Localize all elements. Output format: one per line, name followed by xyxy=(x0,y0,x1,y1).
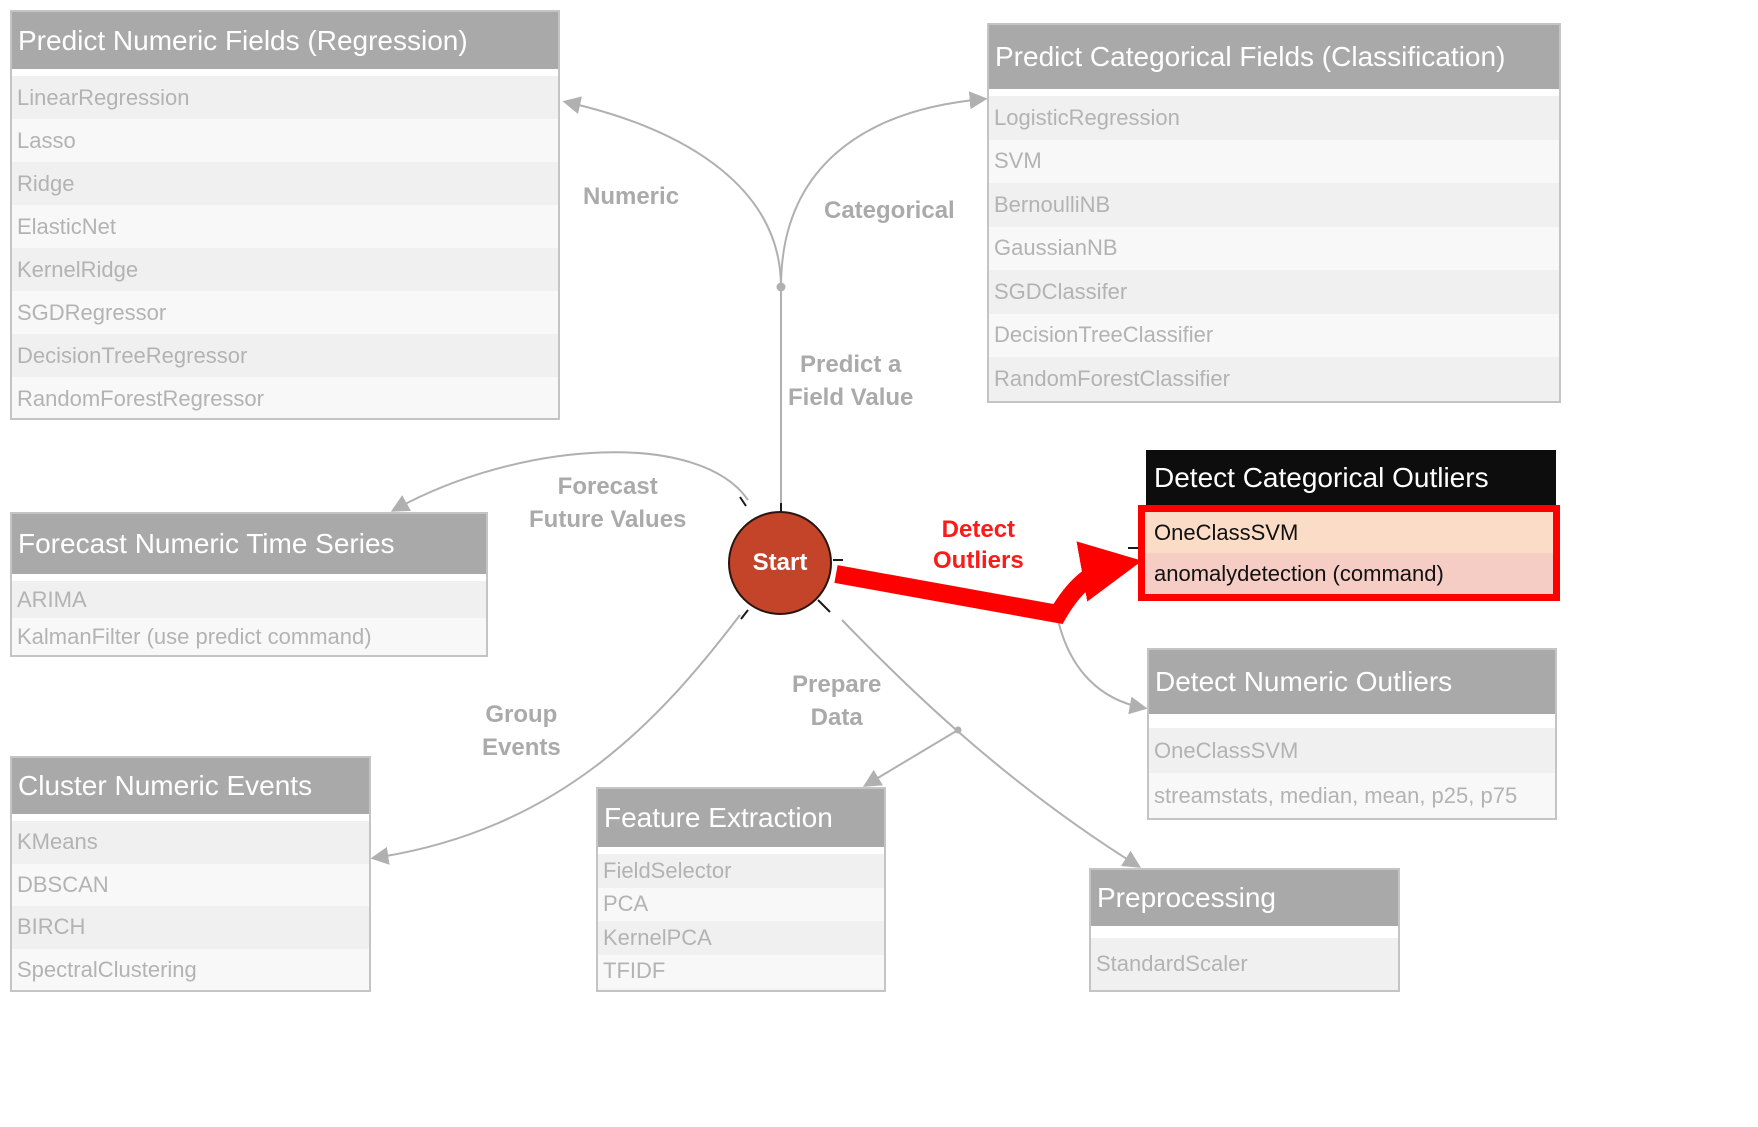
list-item[interactable]: OneClassSVM xyxy=(1145,512,1553,553)
list-item[interactable]: anomalydetection (command) xyxy=(1145,553,1553,594)
label-forecast-line1: Forecast xyxy=(557,473,658,500)
label-predict-line2: Field Value xyxy=(788,384,914,411)
list-item[interactable]: BernoulliNB xyxy=(989,183,1559,227)
label-detect-line2: Outliers xyxy=(933,547,1024,574)
list-item[interactable]: SVM xyxy=(989,139,1559,183)
list-item[interactable]: BIRCH xyxy=(12,906,369,949)
label-forecast-line2: Future Values xyxy=(529,506,687,533)
box-forecast-gap xyxy=(12,574,486,581)
list-item[interactable]: SGDRegressor xyxy=(12,291,558,334)
label-detect-outliers: Detect Outliers xyxy=(933,514,1024,576)
junction-dot-prepare xyxy=(954,726,962,734)
box-feature-extraction: Feature Extraction FieldSelector PCA Ker… xyxy=(596,787,886,992)
start-tick-bottom-left xyxy=(740,609,749,620)
list-item[interactable]: Lasso xyxy=(12,119,558,162)
list-item[interactable]: KernelRidge xyxy=(12,248,558,291)
box-preprocessing-items: StandardScaler xyxy=(1091,938,1398,990)
label-forecast-future-values: Forecast Future Values xyxy=(529,470,686,536)
box-categorical-outliers: Detect Categorical Outliers OneClassSVM … xyxy=(1138,450,1560,601)
list-item[interactable]: Ridge xyxy=(12,162,558,205)
box-classification-gap xyxy=(989,89,1559,96)
box-preprocessing-title: Preprocessing xyxy=(1091,870,1398,926)
box-forecast-title: Forecast Numeric Time Series xyxy=(12,514,486,574)
box-forecast: Forecast Numeric Time Series ARIMA Kalma… xyxy=(10,512,488,657)
label-numeric: Numeric xyxy=(583,183,680,210)
edge-to-numeric-outliers xyxy=(1057,619,1148,715)
box-numeric-outliers-gap xyxy=(1149,714,1555,728)
list-item[interactable]: PCA xyxy=(598,887,884,921)
edge-to-feature xyxy=(862,729,959,787)
connector-edges xyxy=(370,91,1148,868)
list-item[interactable]: KernelPCA xyxy=(598,921,884,955)
box-numeric-outliers: Detect Numeric Outliers OneClassSVM stre… xyxy=(1147,648,1557,820)
box-preprocessing-gap xyxy=(1091,926,1398,938)
list-item[interactable]: GaussianNB xyxy=(989,226,1559,270)
list-item[interactable]: DBSCAN xyxy=(12,863,369,906)
list-item[interactable]: KalmanFilter (use predict command) xyxy=(12,618,486,655)
start-tick-bottom-right xyxy=(817,599,831,613)
box-numeric-outliers-title: Detect Numeric Outliers xyxy=(1149,650,1555,714)
label-group-line2: Events xyxy=(482,734,561,761)
list-item[interactable]: StandardScaler xyxy=(1091,938,1398,990)
label-prepare-data: Prepare Data xyxy=(792,668,881,734)
label-predict-field-value: Predict a Field Value xyxy=(788,348,913,414)
edge-to-regression xyxy=(562,96,782,288)
label-prepare-line1: Prepare xyxy=(792,671,882,698)
list-item[interactable]: RandomForestClassifier xyxy=(989,357,1559,401)
list-item[interactable]: LogisticRegression xyxy=(989,96,1559,140)
list-item[interactable]: DecisionTreeClassifier xyxy=(989,313,1559,357)
box-feature-title: Feature Extraction xyxy=(598,789,884,847)
label-detect-line1: Detect xyxy=(941,516,1016,543)
edge-detect-outliers-highlight xyxy=(834,541,1143,624)
label-categorical: Categorical xyxy=(824,197,955,224)
edge-to-classification xyxy=(780,91,988,288)
box-classification: Predict Categorical Fields (Classificati… xyxy=(987,23,1561,403)
edge-prepare xyxy=(841,619,1142,868)
box-cluster-gap xyxy=(12,814,369,821)
label-predict-line1: Predict a xyxy=(800,351,902,378)
edge-to-forecast xyxy=(390,451,749,512)
box-classification-items: LogisticRegression SVM BernoulliNB Gauss… xyxy=(989,96,1559,401)
list-item[interactable]: streamstats, median, mean, p25, p75 xyxy=(1149,773,1555,818)
list-item[interactable]: ElasticNet xyxy=(12,205,558,248)
label-prepare-line2: Data xyxy=(810,704,863,731)
box-feature-gap xyxy=(598,847,884,854)
box-regression-title: Predict Numeric Fields (Regression) xyxy=(12,12,558,69)
edge-to-cluster xyxy=(370,614,741,865)
box-cluster-title: Cluster Numeric Events xyxy=(12,758,369,814)
box-classification-title: Predict Categorical Fields (Classificati… xyxy=(989,25,1559,89)
list-item[interactable]: SpectralClustering xyxy=(12,948,369,990)
list-item[interactable]: ARIMA xyxy=(12,581,486,618)
box-preprocessing: Preprocessing StandardScaler xyxy=(1089,868,1400,992)
list-item[interactable]: KMeans xyxy=(12,821,369,864)
box-regression-items: LinearRegression Lasso Ridge ElasticNet … xyxy=(12,76,558,418)
box-numeric-outliers-items: OneClassSVM streamstats, median, mean, p… xyxy=(1149,728,1555,818)
start-tick-left xyxy=(739,496,747,507)
label-group-events: Group Events xyxy=(482,698,561,764)
junction-dot-predict xyxy=(776,282,786,292)
box-regression: Predict Numeric Fields (Regression) Line… xyxy=(10,10,560,420)
highlight-frame: OneClassSVM anomalydetection (command) xyxy=(1138,505,1560,601)
list-item[interactable]: RandomForestRegressor xyxy=(12,377,558,418)
list-item[interactable]: DecisionTreeRegressor xyxy=(12,334,558,377)
list-item[interactable]: SGDClassifer xyxy=(989,270,1559,314)
box-cluster: Cluster Numeric Events KMeans DBSCAN BIR… xyxy=(10,756,371,992)
box-regression-gap xyxy=(12,69,558,76)
box-cluster-items: KMeans DBSCAN BIRCH SpectralClustering xyxy=(12,821,369,990)
box-forecast-items: ARIMA KalmanFilter (use predict command) xyxy=(12,581,486,655)
label-group-line1: Group xyxy=(485,701,558,728)
list-item[interactable]: OneClassSVM xyxy=(1149,728,1555,773)
box-categorical-outliers-title: Detect Categorical Outliers xyxy=(1146,450,1556,506)
list-item[interactable]: LinearRegression xyxy=(12,76,558,119)
list-item[interactable]: FieldSelector xyxy=(598,854,884,888)
start-node[interactable]: Start xyxy=(728,511,832,615)
list-item[interactable]: TFIDF xyxy=(598,954,884,988)
box-feature-items: FieldSelector PCA KernelPCA TFIDF xyxy=(598,854,884,988)
